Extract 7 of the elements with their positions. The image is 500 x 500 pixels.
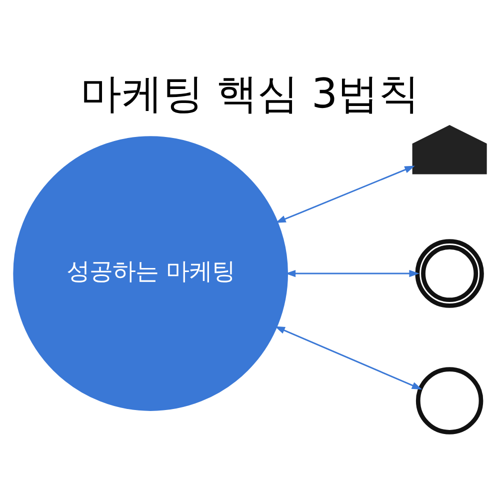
node-clock	[416, 366, 484, 434]
diagram-title: 마케팅 핵심 3법칙	[80, 68, 420, 117]
arrow	[285, 269, 420, 277]
node-magnifier	[415, 238, 484, 308]
node-crown	[412, 124, 487, 174]
arrow	[276, 165, 415, 222]
arrow	[274, 326, 422, 390]
